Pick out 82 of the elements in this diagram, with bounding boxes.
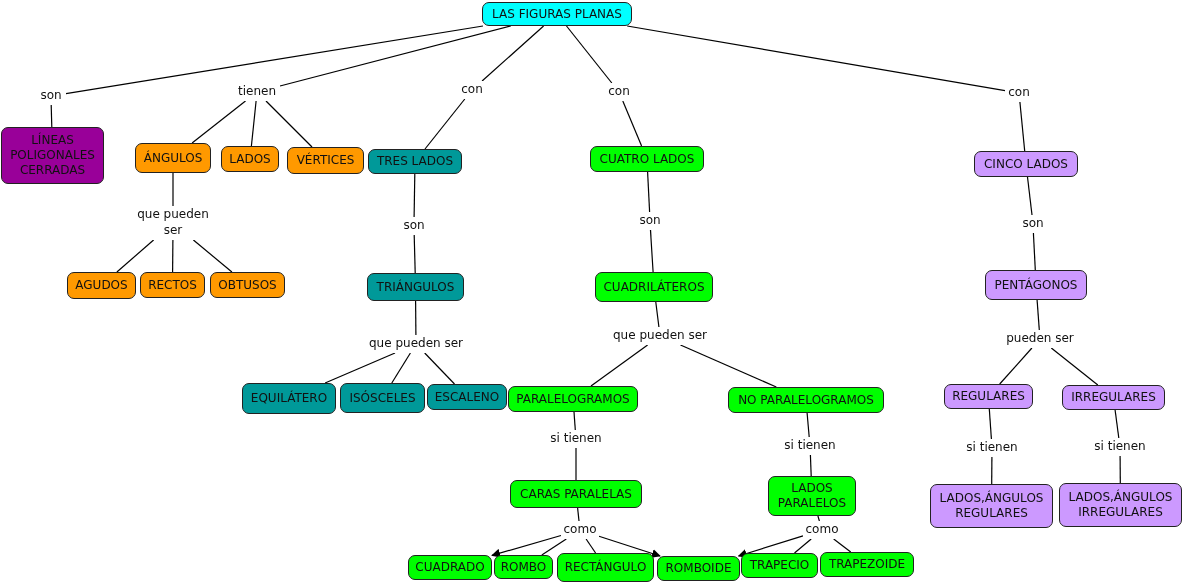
concept-box: VÉRTICES <box>287 147 364 174</box>
connector-line <box>991 456 993 485</box>
connector-line <box>192 239 233 273</box>
concept-box: LADOS PARALELOS <box>768 476 856 516</box>
connector-line <box>1032 232 1036 271</box>
connector-line <box>1019 101 1026 152</box>
concept-box: ÁNGULOS <box>135 143 211 173</box>
connector-line <box>622 100 643 147</box>
connector-line <box>817 515 820 522</box>
connector-line <box>833 538 852 553</box>
connector-line <box>191 100 247 144</box>
connector-line <box>573 411 576 431</box>
concept-box: RECTÁNGULO <box>557 553 654 582</box>
linking-phrase: con <box>458 81 486 99</box>
concept-box: CUADRADO <box>408 555 492 580</box>
concept-box: LADOS,ÁNGULOS IRREGULARES <box>1059 483 1182 527</box>
connector-line <box>172 172 174 207</box>
connector-line <box>1119 455 1121 484</box>
concept-box: AGUDOS <box>67 272 136 299</box>
connector-line <box>565 25 613 84</box>
connector-line <box>65 25 484 95</box>
concept-box: TRES LADOS <box>368 149 462 174</box>
connector-line <box>585 538 597 554</box>
concept-box: LÍNEAS POLIGONALES CERRADAS <box>1 127 104 184</box>
connector-line <box>649 229 654 273</box>
concept-box: OBTUSOS <box>210 272 285 298</box>
connector-line <box>577 507 580 522</box>
connector-line <box>1036 299 1040 331</box>
connector-line <box>250 100 257 147</box>
connector-line <box>679 344 777 388</box>
connector-line <box>116 239 155 273</box>
concept-box: CUATRO LADOS <box>590 146 704 172</box>
concept-box: ESCALENO <box>427 384 507 410</box>
connector-line <box>647 171 651 213</box>
arrow <box>737 535 804 558</box>
connector-line <box>806 412 810 438</box>
connector-line <box>809 454 812 477</box>
concept-box: CARAS PARALELAS <box>510 480 642 508</box>
concept-box: CUADRILÁTEROS <box>595 272 713 302</box>
concept-box: IRREGULARES <box>1062 385 1165 410</box>
connector-line <box>590 344 649 387</box>
connector-line <box>481 25 545 82</box>
concept-box: NO PARALELOGRAMOS <box>728 387 884 413</box>
concept-box: EQUILÁTERO <box>242 383 336 414</box>
concept-box: RECTOS <box>140 272 205 298</box>
connector-line <box>279 25 512 87</box>
connector-line <box>626 25 1006 92</box>
connector-line <box>391 352 411 384</box>
arrow <box>491 534 562 558</box>
linking-phrase: como <box>803 521 841 539</box>
connector-line <box>1114 409 1120 439</box>
concept-box: TRAPEZOIDE <box>820 552 914 577</box>
connector-line <box>999 347 1033 385</box>
connector-line <box>172 239 174 273</box>
connector-line <box>655 301 660 328</box>
connector-line <box>50 104 53 128</box>
arrow <box>598 535 661 558</box>
connector-line <box>324 352 396 384</box>
concept-box: CINCO LADOS <box>974 151 1078 177</box>
connector-line <box>424 98 466 150</box>
concept-box: LADOS <box>221 146 279 172</box>
connector-line <box>988 408 992 440</box>
concept-box: LAS FIGURAS PLANAS <box>482 2 632 26</box>
concept-box: LADOS,ÁNGULOS REGULARES <box>930 484 1053 528</box>
concept-box: ROMBOIDE <box>657 556 740 581</box>
concept-box: ROMBO <box>494 555 553 579</box>
connector-line <box>413 173 416 218</box>
connector-line <box>541 538 567 556</box>
concept-box: PENTÁGONOS <box>985 270 1087 300</box>
connector-line <box>415 300 417 336</box>
connector-line <box>424 352 456 385</box>
concept-box: PARALELOGRAMOS <box>508 386 638 412</box>
connector-line <box>265 100 313 148</box>
connector-line <box>575 447 577 481</box>
concept-box: TRAPECIO <box>741 553 818 578</box>
connector-line <box>793 538 812 554</box>
concept-box: TRIÁNGULOS <box>367 273 464 301</box>
connector-line <box>1026 176 1033 216</box>
connector-line <box>1050 347 1099 386</box>
concept-box: REGULARES <box>944 384 1033 409</box>
concept-box: ISÓSCELES <box>340 383 425 413</box>
connector-line <box>413 234 416 274</box>
